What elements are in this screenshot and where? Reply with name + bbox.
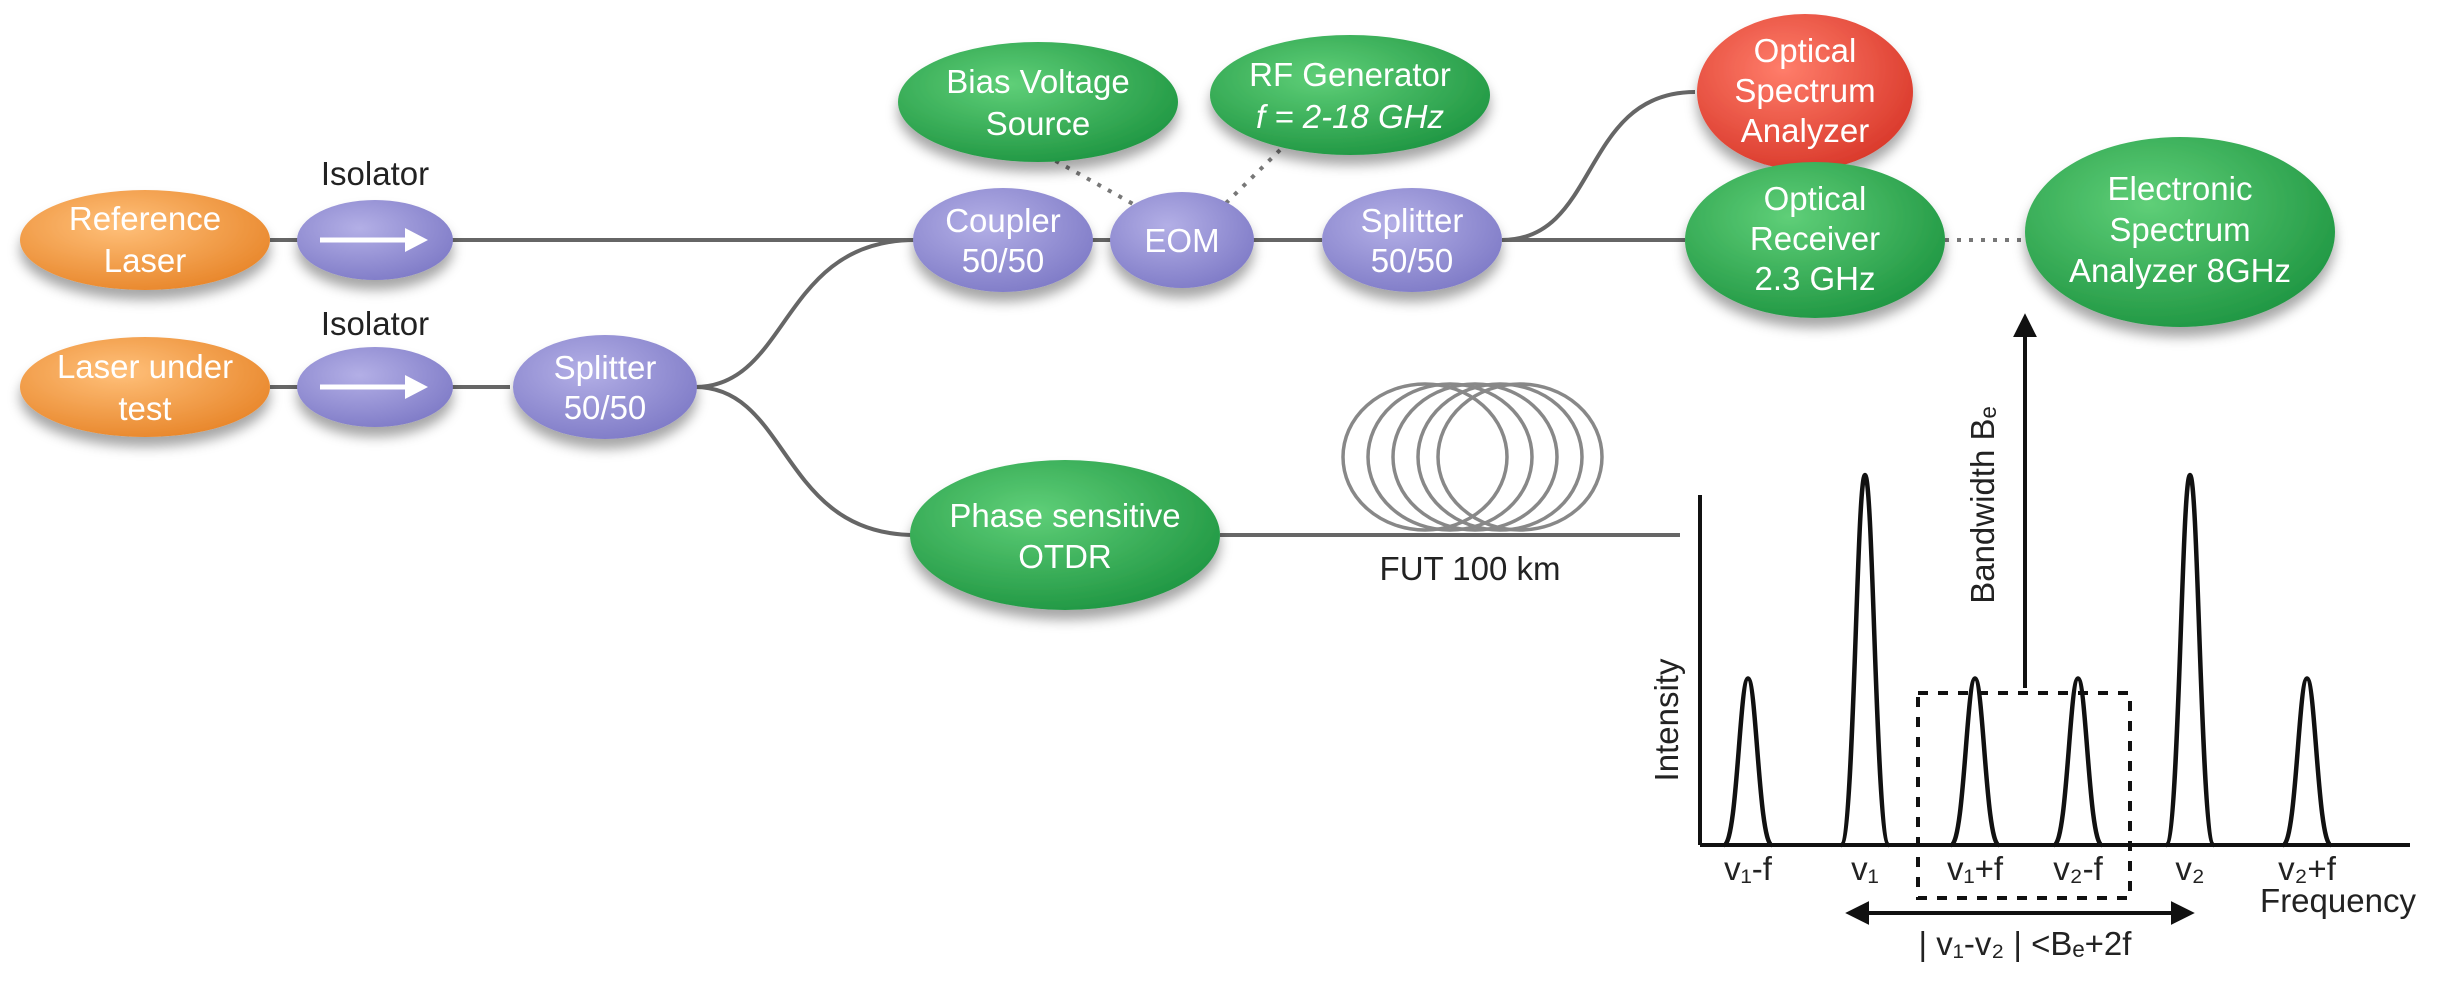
spectrum-peak-labels: v₁-f v₁ v₁+f v₂-f v₂ v₂+f	[1724, 850, 2337, 887]
splitter-left-node	[513, 335, 697, 439]
otdr-line-2: OTDR	[1018, 538, 1112, 575]
esa-node	[2025, 137, 2335, 327]
spectrum-peak	[2051, 676, 2105, 848]
osa-line-2: Spectrum	[1734, 72, 1875, 109]
laser-under-test-node	[20, 337, 270, 437]
reference-laser-line-1: Reference	[69, 200, 221, 237]
osa-line-3: Analyzer	[1741, 112, 1869, 149]
bias-voltage-line-2: Source	[986, 105, 1091, 142]
fut-label: FUT 100 km	[1380, 550, 1561, 587]
control-links	[1044, 148, 2025, 242]
spectrum-peak	[2280, 676, 2334, 848]
otdr-node	[910, 460, 1220, 610]
reference-laser-line-2: Laser	[104, 242, 187, 279]
fut-coil	[1341, 382, 1604, 532]
rf-generator-node	[1210, 35, 1490, 155]
splitter-right-node	[1322, 188, 1502, 292]
spectrum-peak	[2163, 472, 2217, 848]
isolator-top-label: Isolator	[321, 155, 429, 192]
splitter-right-line-2: 50/50	[1371, 242, 1454, 279]
bias-voltage-line-1: Bias Voltage	[946, 63, 1129, 100]
fiber-connections	[270, 90, 1696, 537]
spectrum-peak	[1721, 676, 1775, 848]
laser-under-test-line-1: Laser under	[57, 348, 233, 385]
optical-receiver-line-1: Optical	[1764, 180, 1867, 217]
spectrum-peak	[1838, 472, 1892, 848]
reference-laser-node	[20, 190, 270, 290]
isolator-bottom-label: Isolator	[321, 305, 429, 342]
coupler-node	[913, 188, 1093, 292]
osa-line-1: Optical	[1754, 32, 1857, 69]
rf-generator-line-1: RF Generator	[1249, 56, 1451, 93]
spectrum-xlabel: Frequency	[2260, 882, 2416, 919]
spectrum-ylabel: Intensity	[1648, 658, 1685, 781]
bandwidth-label: Bandwidth Bₑ	[1964, 406, 2001, 604]
eom-node	[1110, 192, 1254, 288]
rf-generator-line-2: f = 2-18 GHz	[1256, 98, 1444, 135]
laser-under-test-line-2: test	[118, 390, 171, 427]
optical-receiver-line-3: 2.3 GHz	[1754, 260, 1875, 297]
optical-receiver-node	[1685, 162, 1945, 318]
spectrum-peaks	[1721, 472, 2334, 848]
spectrum-peak-label: v₂+f	[2278, 850, 2337, 887]
esa-line-3: Analyzer 8GHz	[2069, 252, 2291, 289]
esa-line-2: Spectrum	[2109, 211, 2250, 248]
coupler-line-1: Coupler	[945, 202, 1061, 239]
spectrum-peak-label: v₂-f	[2053, 850, 2103, 887]
isolator-bottom-arrowhead-icon	[405, 375, 428, 399]
bias-voltage-node	[898, 42, 1178, 162]
spectrum-peak-label: v₁-f	[1724, 850, 1773, 887]
splitter-right-line-1: Splitter	[1361, 202, 1464, 239]
spectrum-peak	[1948, 676, 2002, 848]
spectrum-peak-label: v₁	[1851, 850, 1879, 887]
spectrum-peak-label: v₁+f	[1947, 850, 2004, 887]
esa-line-1: Electronic	[2108, 170, 2253, 207]
optical-receiver-line-2: Receiver	[1750, 220, 1880, 257]
splitter-left-line-2: 50/50	[564, 389, 647, 426]
eom-label: EOM	[1144, 222, 1219, 259]
condition-label: | v₁-v₂ | <Bₑ+2f	[1919, 925, 2133, 962]
spectrum-peak-label: v₂	[2175, 850, 2204, 887]
osa-node	[1697, 14, 1913, 170]
coupler-line-2: 50/50	[962, 242, 1045, 279]
spectrum-inset: v₁-f v₁ v₁+f v₂-f v₂ v₂+f Intensity Frequency…	[1648, 313, 2416, 962]
splitter-left-line-1: Splitter	[554, 349, 657, 386]
isolator-top-arrowhead-icon	[405, 228, 428, 252]
bandwidth-window	[1916, 691, 2132, 900]
otdr-line-1: Phase sensitive	[949, 497, 1180, 534]
